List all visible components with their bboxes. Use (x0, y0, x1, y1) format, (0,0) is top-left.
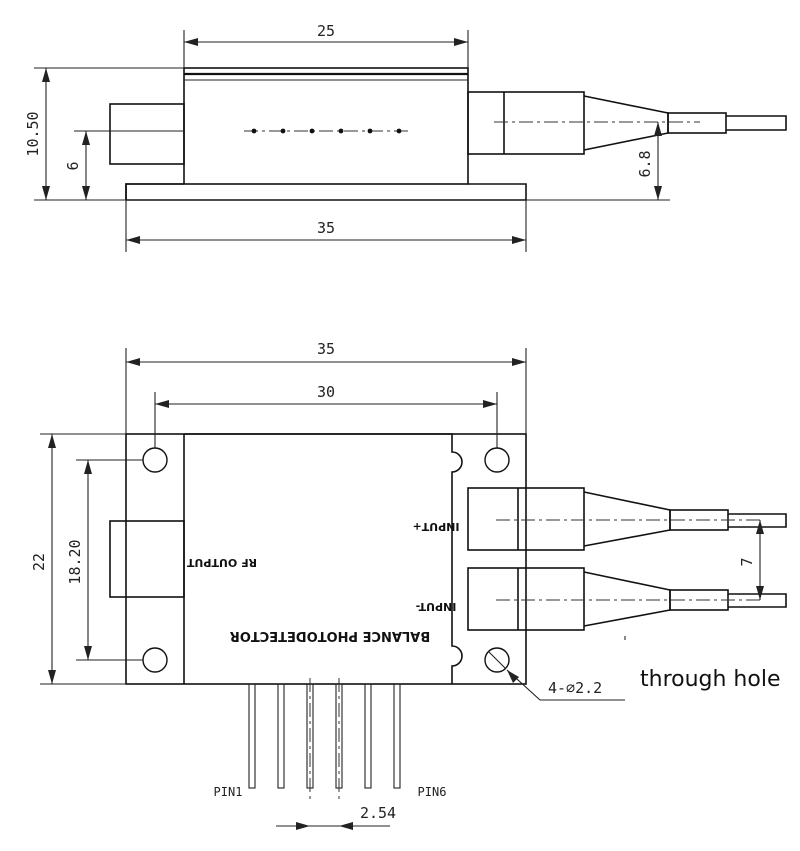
dim-overall-width-35: 35 (125, 340, 527, 434)
side-rf-connector (109, 103, 185, 165)
label-pin6: PIN6 (418, 785, 447, 799)
side-base-flange (125, 183, 184, 200)
dim-top-width-25: 25 (183, 22, 469, 68)
dim-total-height-10-50: 10.50 (24, 67, 184, 201)
dim-fiber-height-6-8: 6.8 (526, 122, 670, 201)
dim-label-total-height: 10.50 (24, 111, 42, 156)
dim-label-overall-height: 22 (30, 553, 48, 571)
dim-bottom-width-35: 35 (125, 200, 527, 252)
dim-label-pin-pitch: 2.54 (360, 804, 396, 822)
dim-label-top-width: 25 (317, 22, 335, 40)
mounting-hole-bottom-left (142, 647, 168, 673)
label-input-minus: INPUT- (416, 600, 457, 613)
top-rf-connector (109, 520, 185, 598)
dim-label-hole-spacing-width: 30 (317, 383, 335, 401)
dim-label-overall-width: 35 (317, 340, 335, 358)
through-hole-note: through hole (640, 667, 781, 692)
mounting-hole-bottom-right (484, 647, 510, 673)
dim-pin-pitch-2-54: 2.54 (276, 804, 396, 830)
side-pin-dots (244, 128, 412, 134)
mounting-hole-top-right (484, 447, 510, 473)
label-pin1: PIN1 (214, 785, 243, 799)
dim-output-height-6: 6 (64, 130, 184, 200)
mounting-hole-top-left (142, 447, 168, 473)
dim-hole-spacing-width-30: 30 (154, 383, 498, 448)
top-flange (125, 433, 527, 685)
dim-label-fiber-spacing: 7 (738, 557, 756, 566)
top-view: RF OUTPUT INPUT+ INPUT- BALANCE PHOTODET… (30, 340, 787, 830)
hole-callout: 4-⌀2.2 (506, 636, 626, 701)
dim-label-hole-callout: 4-⌀2.2 (548, 679, 602, 697)
dim-hole-spacing-height-18-20: 18.20 (66, 459, 143, 661)
pins (248, 678, 401, 800)
label-input-plus: INPUT+ (412, 520, 459, 533)
side-body (183, 67, 469, 185)
dim-label-bottom-width: 35 (317, 219, 335, 237)
dim-overall-height-22: 22 (30, 433, 126, 685)
side-fiber-pigtail (467, 91, 787, 155)
top-fiber-pigtail-minus (467, 567, 787, 631)
dim-label-fiber-height: 6.8 (636, 150, 654, 177)
top-fiber-pigtail-plus (467, 487, 787, 551)
dim-fiber-spacing-7: 7 (738, 520, 764, 600)
side-view: 25 35 10.50 6 (24, 22, 787, 252)
dim-label-output-height: 6 (64, 161, 82, 170)
label-rf-output: RF OUTPUT (186, 556, 257, 569)
label-device-name: BALANCE PHOTODETECTOR (230, 628, 430, 643)
dim-label-hole-spacing-height: 18.20 (66, 539, 84, 584)
